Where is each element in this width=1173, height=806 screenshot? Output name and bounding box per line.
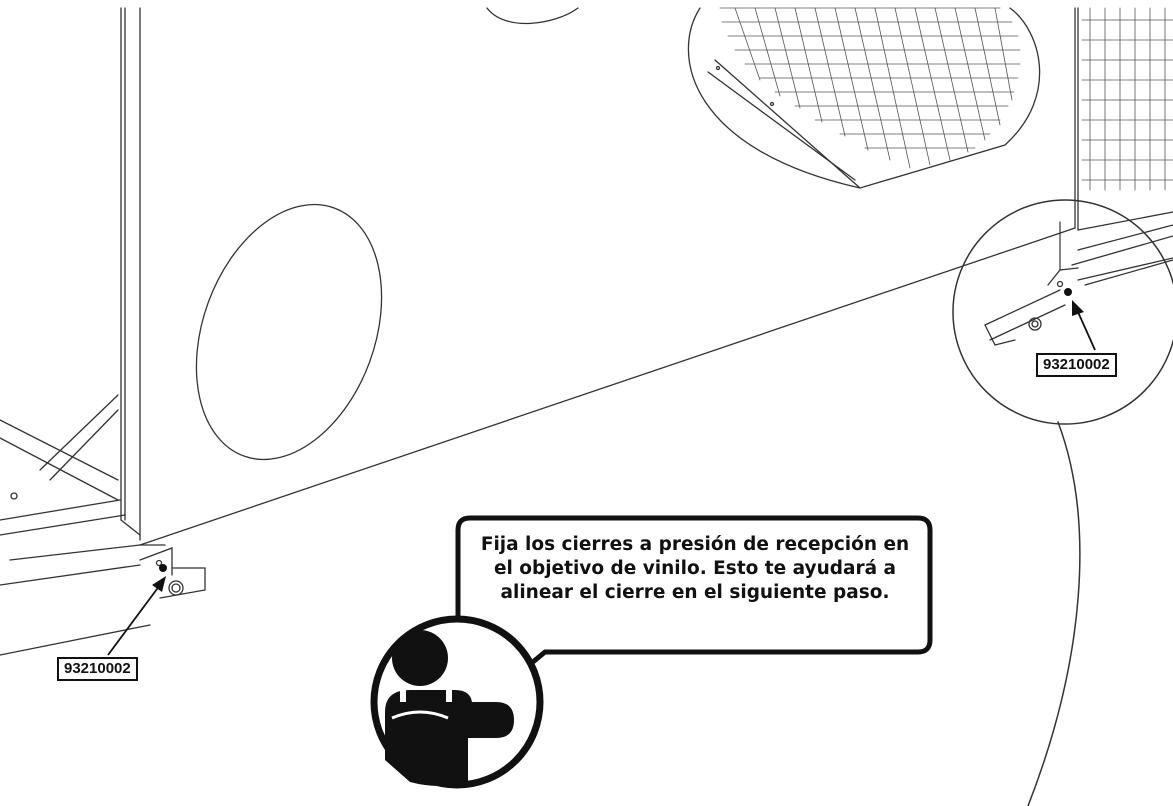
callout-arrow-left: [107, 576, 166, 656]
magnifier-circle: [952, 199, 1173, 806]
snap-fastener-left: [159, 564, 167, 572]
snap-fastener-right: [1064, 288, 1072, 296]
part-number-label-right: 93210002: [1036, 353, 1117, 377]
person-helper-icon: [370, 615, 544, 789]
mesh-grid: [719, 7, 1021, 169]
left-truss: [0, 394, 151, 656]
mesh-zoom-inset: [687, 7, 1041, 189]
right-frame: [1077, 211, 1173, 281]
vinyl-target-panel: [139, 7, 1079, 546]
bottom-left-bracket: [139, 547, 206, 599]
left-frame: [120, 7, 141, 541]
part-number-label-left: 93210002: [57, 657, 138, 681]
tip-text: Fija los cierres a presión de recepción …: [480, 534, 910, 603]
callout-arrow-right: [1072, 300, 1096, 351]
right-mesh: [1081, 7, 1173, 191]
